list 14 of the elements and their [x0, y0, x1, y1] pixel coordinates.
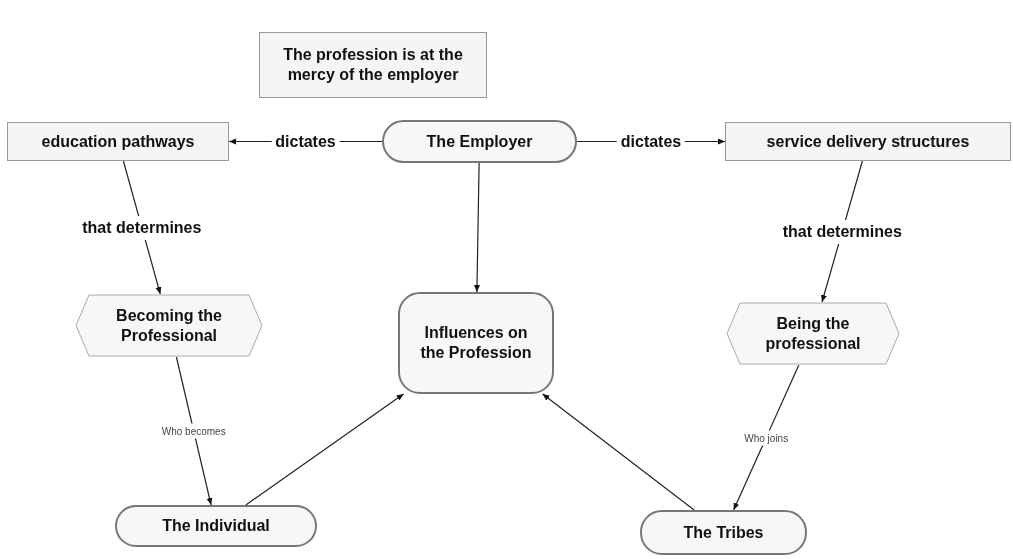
- concept-hexagon: Becoming the Professional: [75, 294, 263, 357]
- arrow: [542, 393, 695, 511]
- arrow: [474, 162, 480, 293]
- concept-rounded-box: Influences on the Profession: [398, 292, 554, 394]
- statement-box: The profession is at the mercy of the employer: [259, 32, 487, 98]
- arrow: [175, 356, 213, 506]
- concept-box: service delivery structures: [725, 122, 1011, 161]
- concept-pill: The Employer: [382, 120, 577, 163]
- concept-pill: The Individual: [115, 505, 317, 547]
- concept-hexagon: Being the professional: [726, 302, 900, 365]
- concept-box: education pathways: [7, 122, 229, 161]
- arrow: [733, 364, 800, 511]
- concept-pill: The Tribes: [640, 510, 807, 555]
- arrow: [245, 393, 405, 506]
